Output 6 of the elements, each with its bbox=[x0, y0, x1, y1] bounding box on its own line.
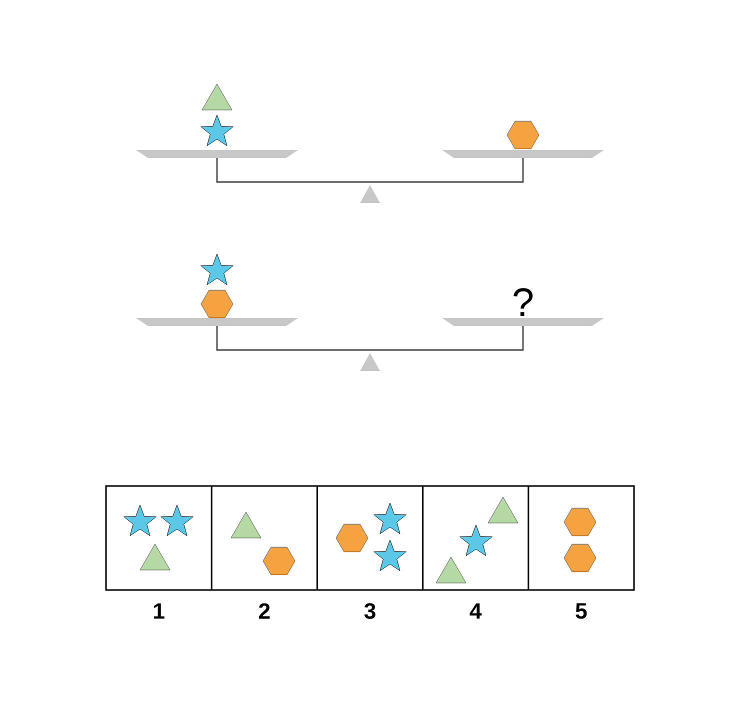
question-mark: ? bbox=[514, 288, 533, 316]
option-number: 2 bbox=[258, 603, 270, 619]
option-number: 5 bbox=[576, 603, 587, 619]
option-number: 1 bbox=[154, 603, 164, 619]
option-number: 4 bbox=[470, 603, 482, 619]
option-number: 3 bbox=[364, 603, 376, 619]
